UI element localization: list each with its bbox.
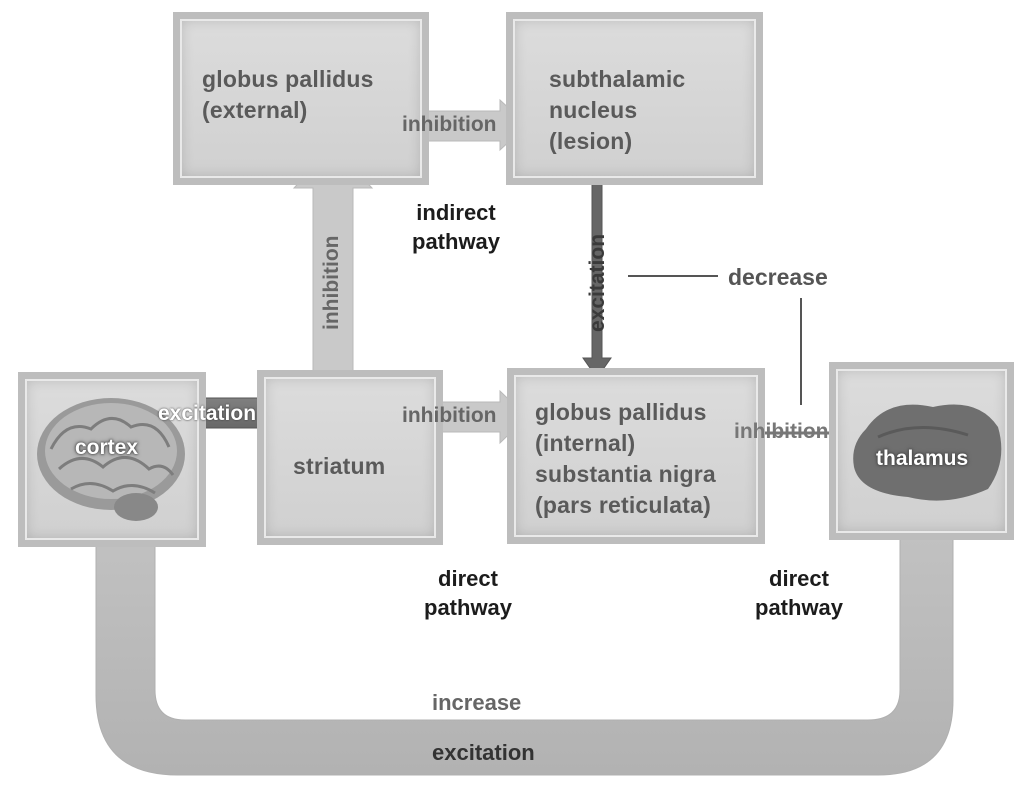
cortex-to-striatum-arrow-label: excitation: [158, 402, 257, 425]
indirect-pathway-label: indirect pathway: [412, 200, 501, 254]
increase-annotation: increase: [432, 690, 522, 715]
cortex-box: cortex: [18, 372, 206, 547]
direct-pathway-label-1: direct pathway: [424, 566, 513, 620]
gpi-to-thalamus-arrow-label: inhibition: [734, 420, 829, 443]
striatum-to-gpe-arrow-label: inhibition: [320, 235, 343, 330]
brain-image: [37, 398, 185, 521]
stn-to-gpi-arrow-label: excitation: [586, 233, 609, 332]
cortex-label: cortex: [75, 436, 139, 459]
gp-external-box: globus pallidus (external): [173, 12, 429, 185]
gpe-to-stn-arrow-label: inhibition: [402, 113, 497, 136]
gp-internal-label: globus pallidus (internal) substantia ni…: [535, 399, 716, 518]
thalamus-image: [853, 404, 1002, 501]
striatum-box: striatum: [257, 370, 443, 545]
thalamus-label: thalamus: [876, 447, 969, 470]
decrease-annotation: decrease: [728, 264, 828, 290]
striatum-label: striatum: [293, 453, 386, 479]
direct-pathway-label-2: direct pathway: [755, 566, 844, 620]
thalamus-to-cortex-arrow-label: excitation: [432, 740, 535, 765]
striatum-to-gpi-arrow-label: inhibition: [402, 404, 497, 427]
gp-external-label: globus pallidus (external): [202, 66, 374, 123]
thalamus-box: thalamus: [829, 362, 1014, 540]
subthalamic-box: subthalamic nucleus (lesion): [506, 12, 763, 185]
gp-internal-box: globus pallidus (internal) substantia ni…: [507, 368, 765, 544]
subthalamic-label: subthalamic nucleus (lesion): [549, 66, 686, 154]
